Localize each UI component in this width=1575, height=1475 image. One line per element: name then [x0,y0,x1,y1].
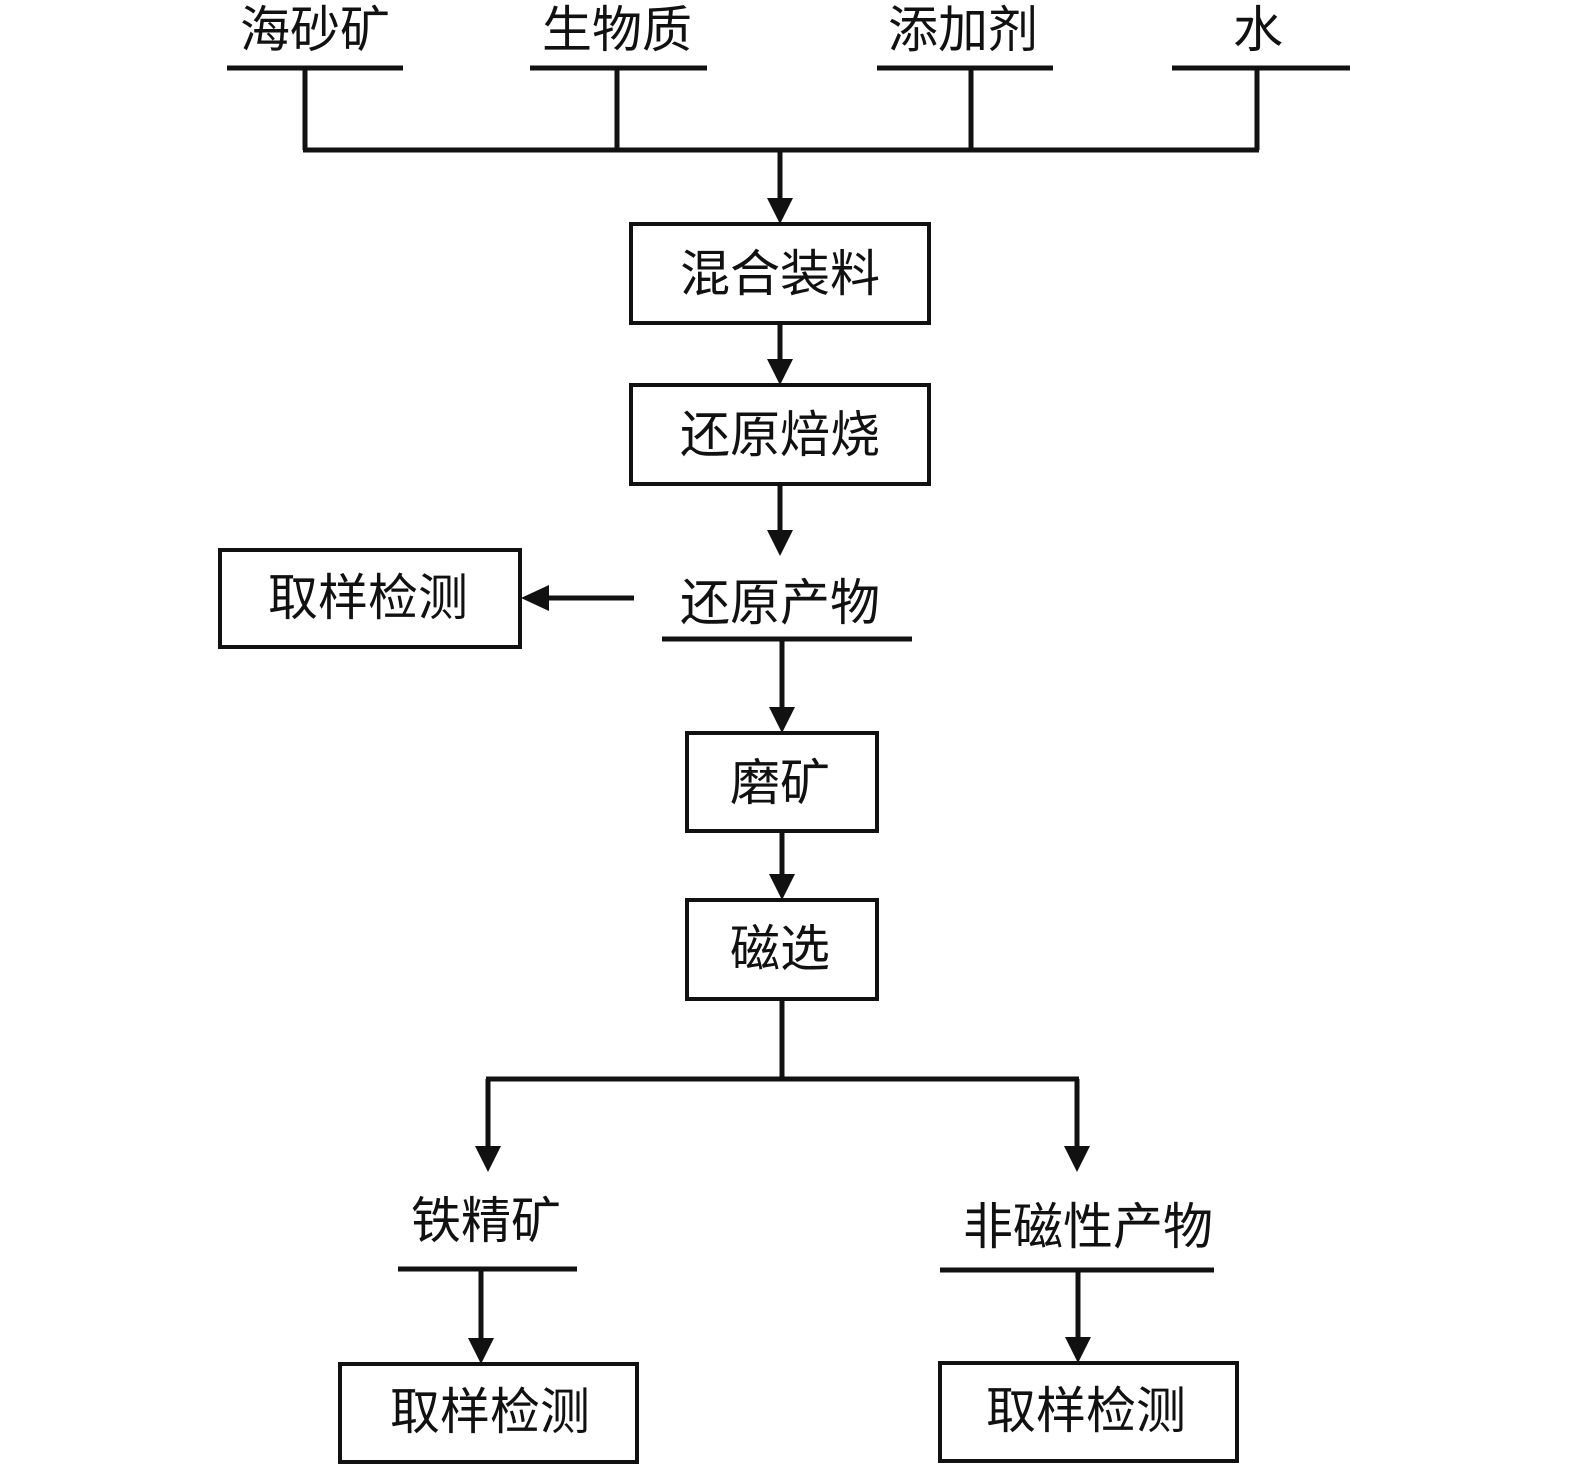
mix-box [629,222,931,325]
arrowhead-to-grind [769,707,795,733]
sampling-box-3 [938,1361,1239,1463]
arrowhead-to-magnetic-separation [769,874,795,900]
mix-label: 混合装料 [680,245,880,303]
arrowhead-to-sampling-3 [1065,1337,1091,1363]
arrowhead-to-sampling-1 [521,585,549,611]
input-label-additive: 添加剂 [888,1,1038,59]
arrowhead-to-iron-concentrate [475,1146,501,1172]
sampling-label-1: 取样检测 [268,569,468,627]
arrowhead-to-roast [767,359,793,385]
input-label-biomass: 生物质 [542,1,692,59]
iron-concentrate-label: 铁精矿 [411,1192,561,1250]
nonmagnetic-product-label: 非磁性产物 [963,1198,1213,1256]
arrowhead-to-sampling-2 [468,1338,494,1364]
input-label-water: 水 [1233,1,1283,59]
magnetic-separation-label: 磁选 [730,920,830,978]
input-label-sea-sand-ore: 海砂矿 [240,1,390,59]
sampling-label-3: 取样检测 [986,1382,1186,1440]
grind-box [685,731,879,833]
sampling-label-2: 取样检测 [390,1383,590,1441]
roast-label: 还原焙烧 [680,406,880,464]
arrowhead-to-nonmagnetic-product [1064,1146,1090,1172]
sampling-box-1 [218,548,522,649]
reduced-product-label: 还原产物 [680,574,880,632]
magnetic-separation-box [685,898,879,1001]
arrowhead-to-reduced-product [767,530,793,556]
arrowhead-to-mix [767,198,793,224]
sampling-box-2 [338,1362,639,1464]
grind-label: 磨矿 [730,754,830,812]
